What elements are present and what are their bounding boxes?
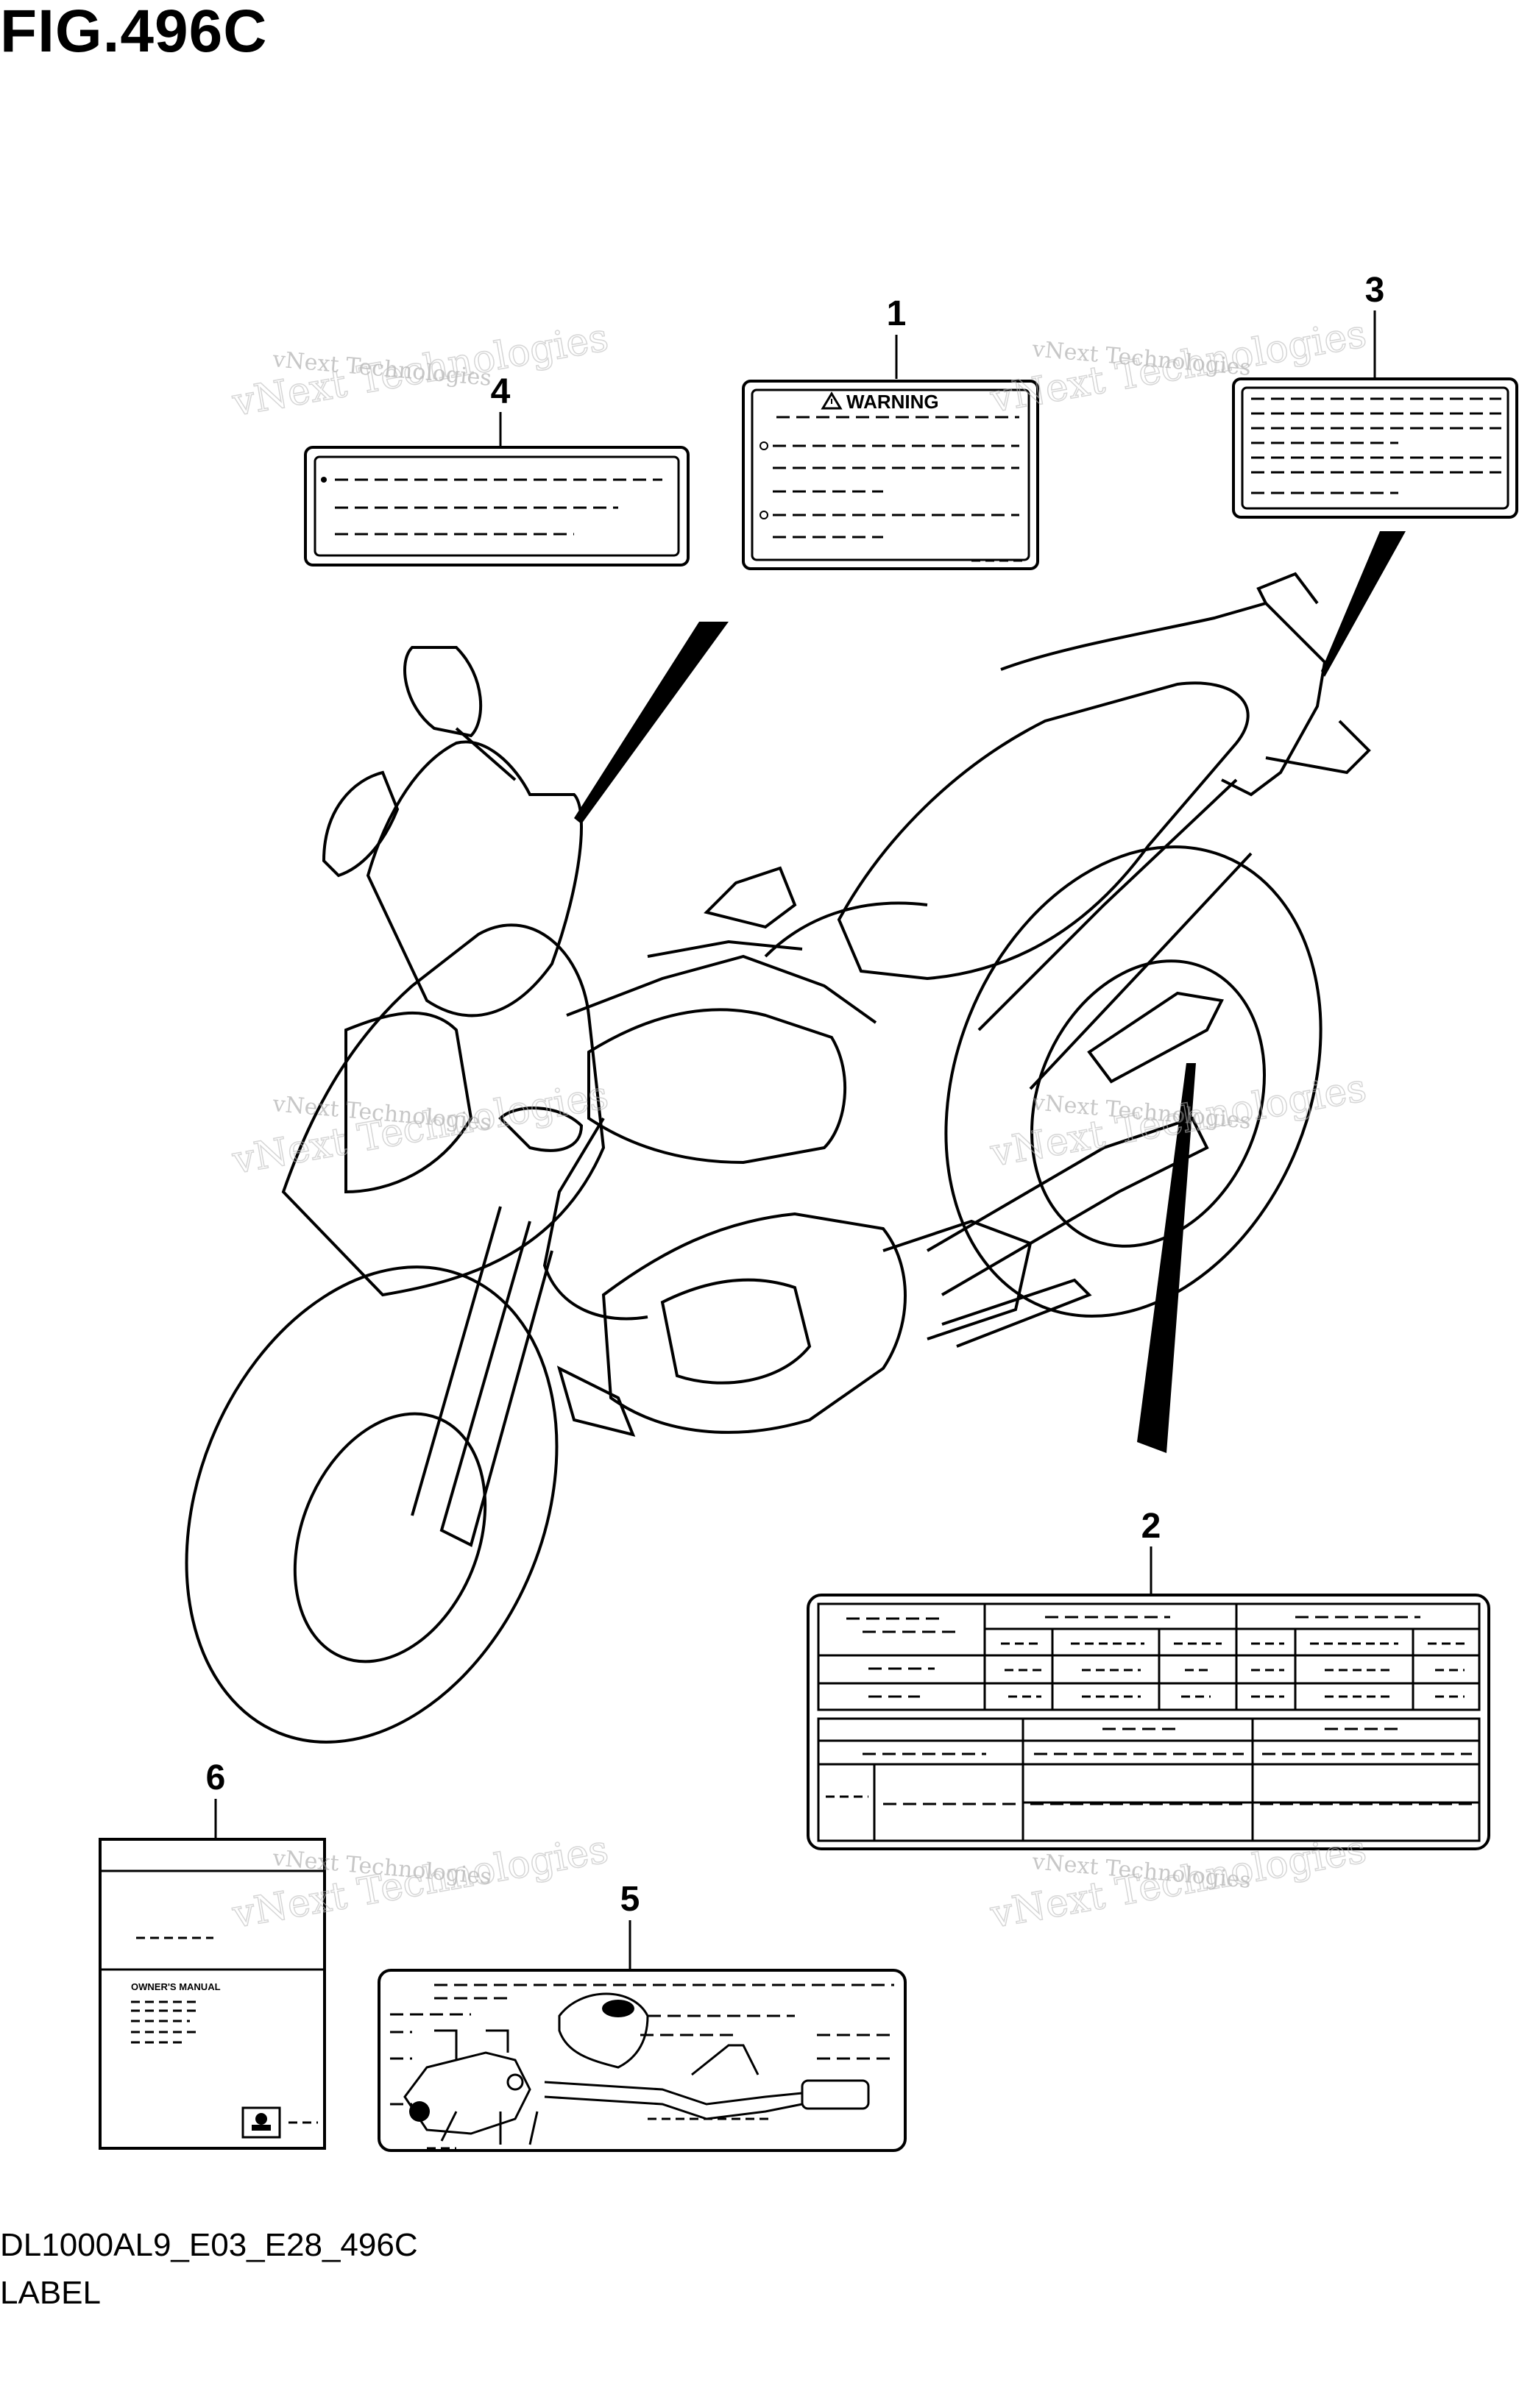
figure-code: DL1000AL9_E03_E28_496C	[0, 2227, 418, 2263]
callout-number: 6	[206, 1758, 226, 1797]
callout-5: 5	[620, 1880, 640, 1970]
label-2-table	[807, 1594, 1490, 1850]
svg-text:vNext Technologies: vNext Technologies	[987, 1828, 1370, 1937]
callout-3: 3	[1365, 271, 1385, 379]
label-4	[304, 446, 690, 567]
warning-heading: WARNING	[846, 391, 939, 413]
callout-6: 6	[206, 1758, 226, 1839]
callout-4: 4	[491, 372, 511, 447]
callout-2: 2	[1141, 1507, 1161, 1595]
callout-number: 5	[620, 1880, 640, 1919]
svg-text:vNext Technologies: vNext Technologies	[987, 312, 1370, 422]
svg-text:vNext Technologies: vNext Technologies	[229, 1828, 612, 1937]
label-3	[1232, 377, 1518, 519]
label-1-warning: WARNING	[742, 380, 1039, 570]
label-5-decal	[378, 1969, 907, 2152]
leader-wedges	[574, 531, 1406, 1453]
callout-number: 3	[1365, 271, 1385, 310]
callout-number: 2	[1141, 1507, 1161, 1546]
item-6-owners-manual: OWNER'S MANUAL	[99, 1838, 326, 2150]
callout-number: 1	[887, 294, 907, 333]
callout-1: 1	[887, 294, 907, 379]
figure-label: LABEL	[0, 2275, 101, 2311]
svg-text:vNext Technologies: vNext Technologies	[229, 1073, 612, 1183]
callout-number: 4	[491, 372, 511, 411]
figure-title: FIG.496C	[0, 0, 268, 65]
manual-title: OWNER'S MANUAL	[131, 1981, 221, 1992]
motorcycle-outline	[185, 572, 1371, 1744]
warning-triangle-icon	[821, 391, 843, 410]
